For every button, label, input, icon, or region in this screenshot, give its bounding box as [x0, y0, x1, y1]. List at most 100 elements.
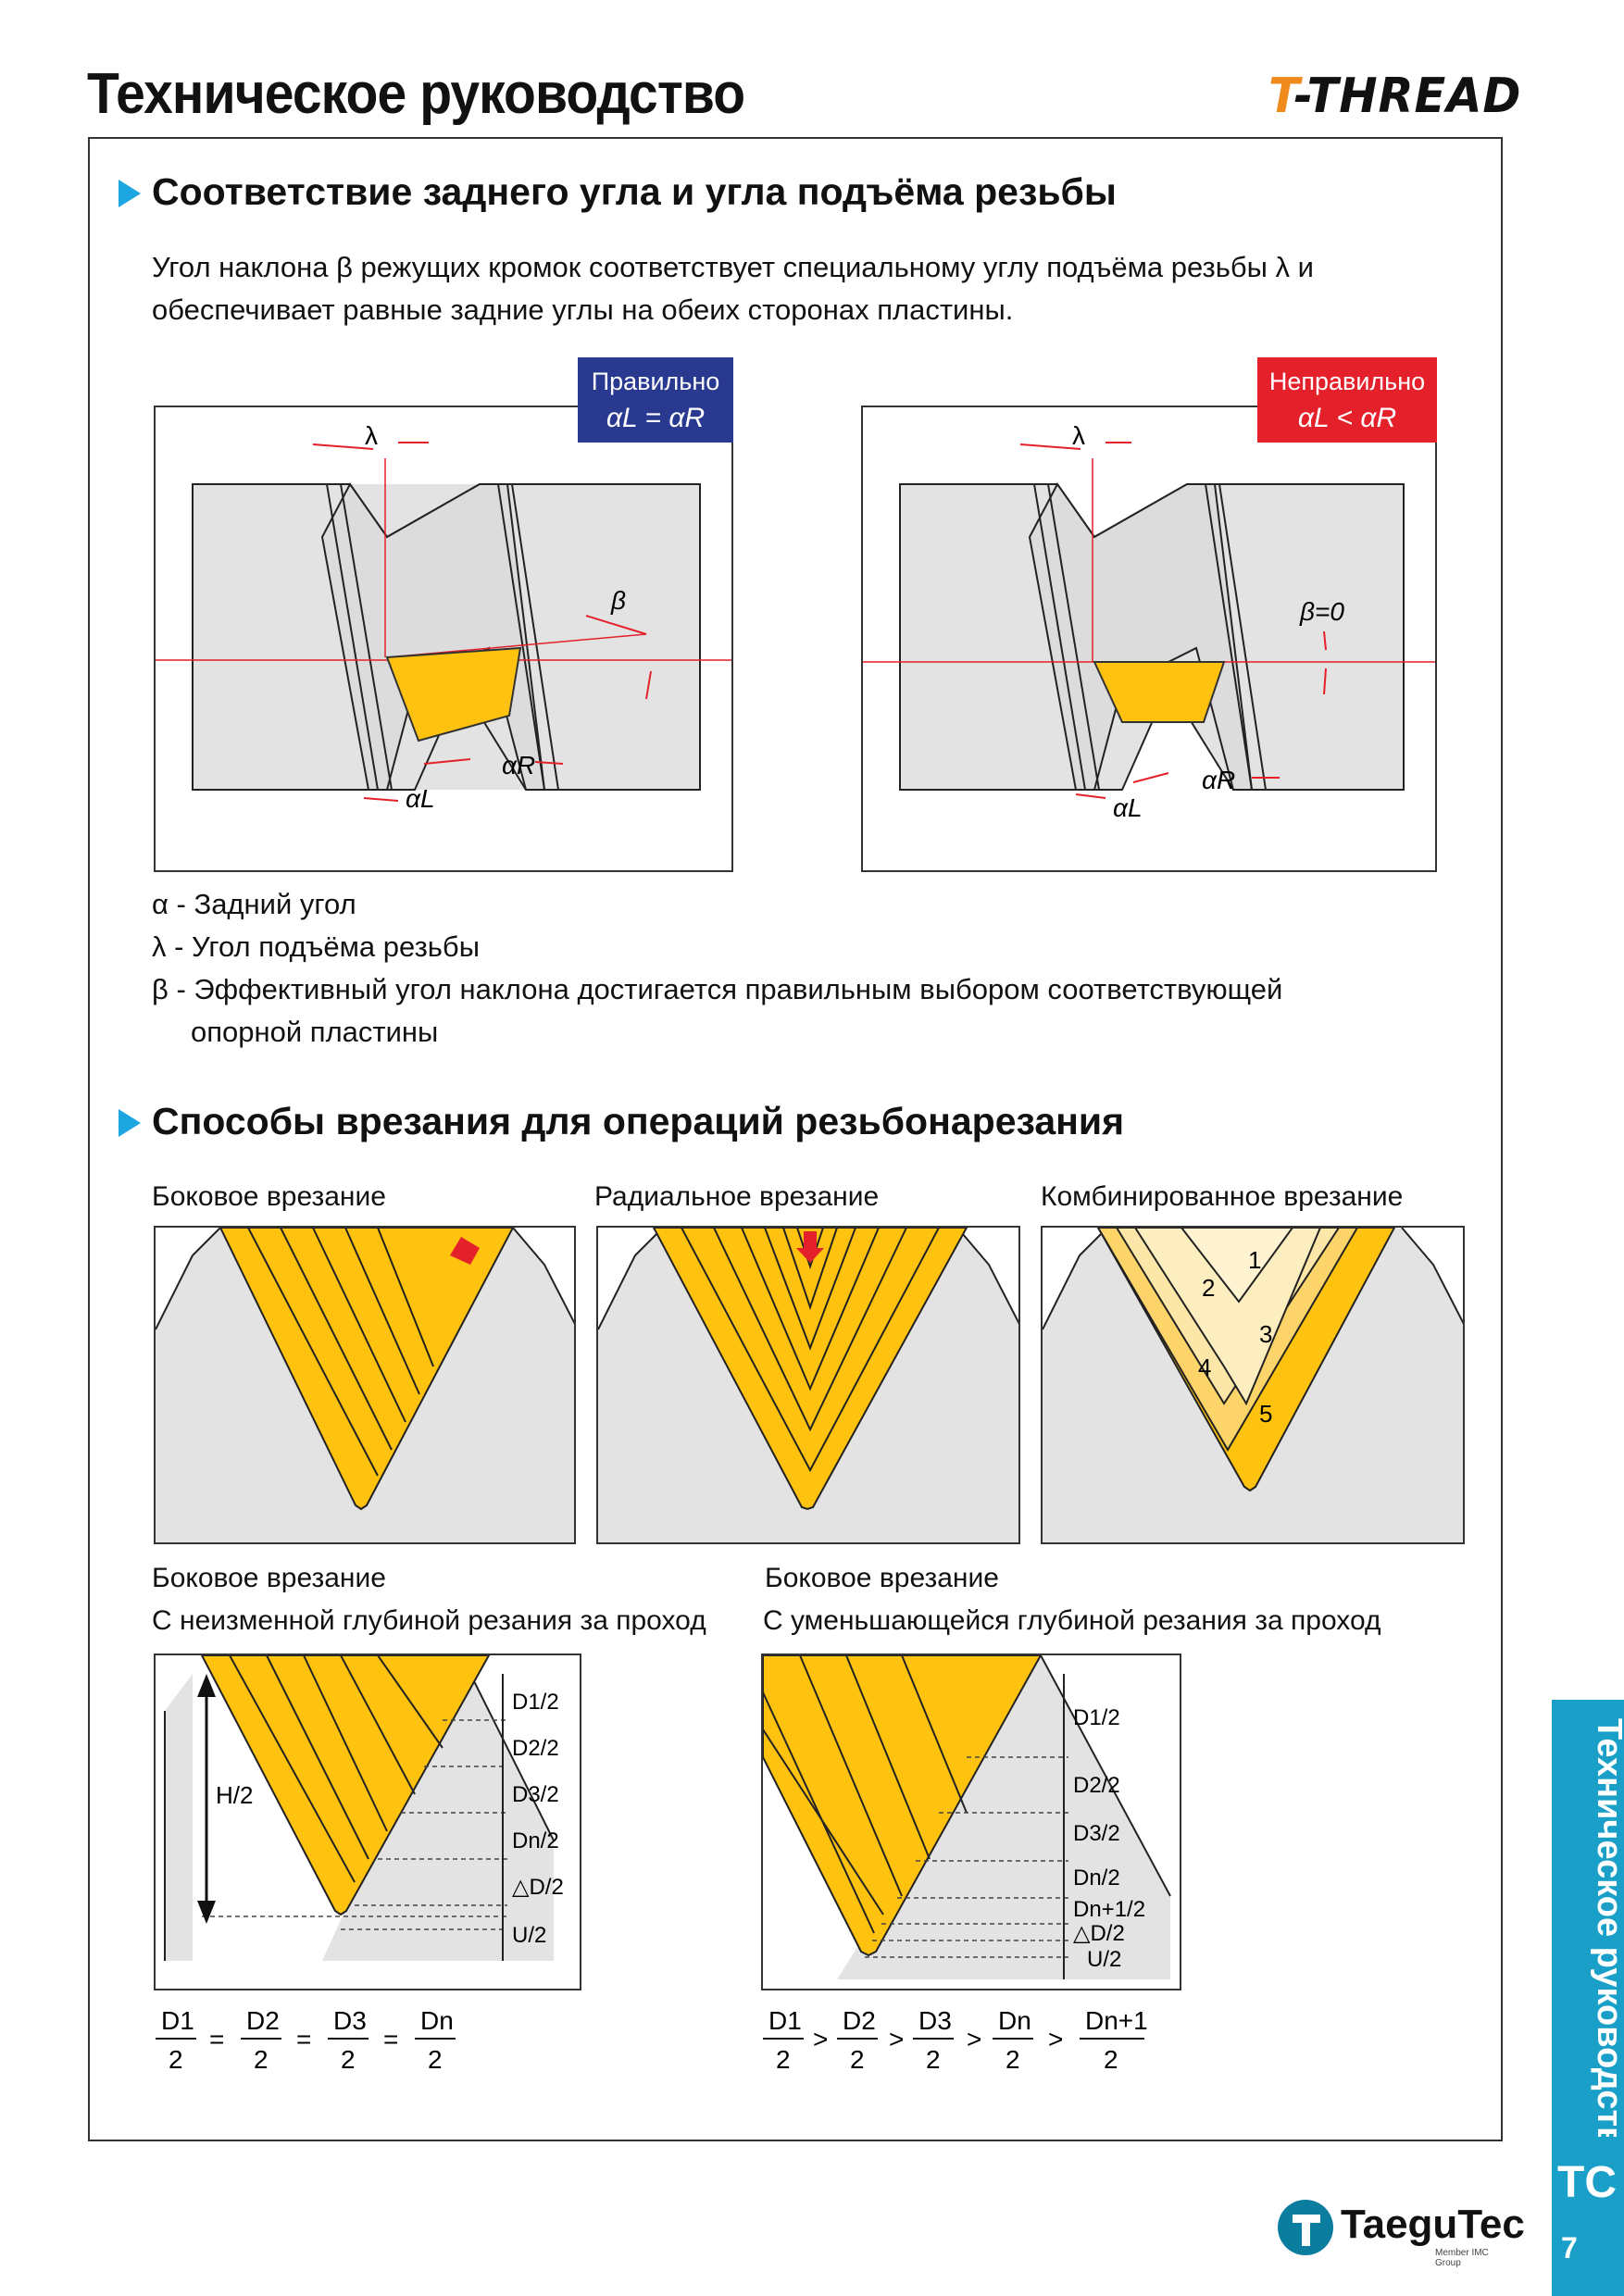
badge-correct-title: Правильно: [591, 368, 720, 395]
dim-label: U/2: [1087, 1947, 1121, 1972]
lambda-label: λ: [365, 421, 378, 450]
formula-decreasing-graphic: D1 2 > D2 2 > D3 2 > Dn 2 > Dn+1 2: [763, 2006, 1148, 2074]
formula-decreasing: D1 2 > D2 2 > D3 2 > Dn 2 > Dn+1 2: [761, 2002, 1159, 2076]
dim-label: D2/2: [1073, 1773, 1120, 1798]
formula-num: D2: [246, 2006, 280, 2035]
diagram-correct-graphic: λ β αL αR: [156, 421, 731, 813]
formula-num: Dn: [420, 2006, 454, 2035]
dim-label: D2/2: [512, 1736, 559, 1761]
method-label-radial: Радиальное врезание: [594, 1181, 880, 1212]
content-frame: [88, 137, 1503, 2141]
alpha-r-label: αR: [1202, 766, 1235, 794]
logo-wordmark: TaeguTec: [1341, 2202, 1525, 2247]
formula-op: =: [383, 2025, 398, 2053]
pass-number-2: 2: [1202, 1274, 1215, 1302]
taegutec-logo: TaeguTec Member IMC Group: [1276, 2196, 1525, 2268]
section-code-box: TC 7: [1552, 2146, 1624, 2296]
badge-incorrect: Неправильно αL < αR: [1257, 357, 1437, 443]
formula-num: D2: [843, 2006, 876, 2035]
diagram-combined-infeed: 1 2 3 4 5: [1041, 1226, 1465, 1544]
diagram-incorrect: λ β=0 αL αR: [861, 406, 1437, 872]
formula-den: 2: [850, 2045, 865, 2074]
section-bullet-icon: [119, 180, 141, 207]
formula-den: 2: [428, 2045, 443, 2074]
dim-label: Dn/2: [1073, 1866, 1120, 1890]
section-title-angles: Соответствие заднего угла и угла подъёма…: [152, 170, 1117, 213]
dim-label: D3/2: [512, 1782, 559, 1807]
dim-label: △D/2: [512, 1875, 564, 1900]
dim-label: D1/2: [512, 1690, 559, 1715]
decreasing-title: Боковое врезание: [765, 1563, 999, 1593]
badge-correct-formula: αL = αR: [606, 403, 706, 433]
formula-op: >: [1048, 2025, 1063, 2053]
section-intro-line2: обеспечивает равные задние углы на обеих…: [152, 293, 1014, 326]
diagram-constant-depth: H/2 D1/2 D2/2 D3/2 Dn/2 △D/2 U/2: [154, 1653, 581, 1990]
brand-logo-t: T: [1268, 69, 1294, 124]
formula-op: =: [209, 2025, 224, 2053]
diagram-correct: λ β αL αR: [154, 406, 733, 872]
page-title: Техническое руководство: [87, 62, 745, 126]
diagram-incorrect-graphic: λ β=0 αL αR: [863, 421, 1435, 822]
formula-den: 2: [926, 2045, 941, 2074]
legend-alpha: α - Задний угол: [152, 888, 356, 920]
alpha-r-label: αR: [502, 751, 535, 780]
formula-op: >: [813, 2025, 828, 2053]
side-tab-text: Техническое руководство: [1590, 1718, 1622, 2137]
section-code: TC: [1557, 2158, 1617, 2207]
formula-den: 2: [341, 2045, 356, 2074]
beta-label: β: [610, 586, 626, 615]
formula-num: Dn: [998, 2006, 1031, 2035]
pass-number-3: 3: [1259, 1320, 1272, 1348]
badge-correct: Правильно αL = αR: [578, 357, 733, 443]
section-title-infeed: Способы врезания для операций резьбонаре…: [152, 1100, 1125, 1142]
diagram-constant-graphic: H/2 D1/2 D2/2 D3/2 Dn/2 △D/2 U/2: [164, 1655, 564, 1961]
diagram-radial-infeed: [596, 1226, 1020, 1544]
diagram-flank-infeed: [154, 1226, 576, 1544]
formula-num: D3: [333, 2006, 367, 2035]
pass-number-1: 1: [1248, 1246, 1261, 1274]
legend-beta: β - Эффективный угол наклона достигается…: [152, 973, 1283, 1005]
decreasing-subtitle: С уменьшающейся глубиной резания за прох…: [763, 1605, 1381, 1636]
logo-subtext: Member IMC Group: [1435, 2248, 1489, 2268]
formula-den: 2: [1006, 2045, 1020, 2074]
lambda-label: λ: [1072, 421, 1085, 450]
diagram-decreasing-depth: D1/2 D2/2 D3/2 Dn/2 Dn+1/2 △D/2 U/2: [761, 1653, 1181, 1990]
badge-incorrect-title: Неправильно: [1268, 368, 1426, 395]
dim-label: △D/2: [1073, 1921, 1125, 1946]
pass-number-4: 4: [1198, 1354, 1211, 1381]
formula-den: 2: [254, 2045, 269, 2074]
legend-beta-cont: опорной пластины: [191, 1016, 439, 1048]
formula-num: Dn+1: [1085, 2006, 1148, 2035]
section-intro-line1: Угол наклона β режущих кромок соответств…: [152, 251, 1314, 283]
dim-label: D3/2: [1073, 1821, 1120, 1846]
brand-logo-text: -THREAD: [1293, 69, 1522, 124]
diagram-decreasing-graphic: D1/2 D2/2 D3/2 Dn/2 Dn+1/2 △D/2 U/2: [763, 1655, 1171, 1979]
badge-incorrect-formula: αL < αR: [1297, 403, 1397, 433]
alpha-l-label: αL: [406, 784, 435, 813]
dim-label: Dn+1/2: [1073, 1897, 1145, 1922]
formula-num: D1: [161, 2006, 194, 2035]
formula-constant-graphic: D1 2 = D2 2 = D3 2 = Dn 2: [156, 2006, 456, 2074]
formula-op: >: [967, 2025, 981, 2053]
formula-den: 2: [776, 2045, 791, 2074]
legend-lambda: λ - Угол подъёма резьбы: [152, 930, 480, 963]
diagram-combined-graphic: 1 2 3 4 5: [1043, 1228, 1463, 1542]
diagram-radial-graphic: [598, 1228, 1018, 1542]
formula-num: D1: [768, 2006, 802, 2035]
method-label-combined: Комбинированное врезание: [1041, 1181, 1404, 1212]
formula-den: 2: [1104, 2045, 1118, 2074]
constant-subtitle: С неизменной глубиной резания за проход: [152, 1605, 706, 1636]
method-label-flank: Боковое врезание: [152, 1181, 386, 1212]
beta-zero-label: β=0: [1299, 597, 1344, 626]
section-bullet-icon: [119, 1109, 141, 1137]
dim-label: U/2: [512, 1923, 546, 1948]
h-half-label: H/2: [216, 1781, 253, 1809]
formula-num: D3: [918, 2006, 952, 2035]
side-tab-graphic: Техническое руководство: [1590, 1718, 1622, 2137]
formula-op: =: [296, 2025, 311, 2053]
constant-title: Боковое врезание: [152, 1563, 386, 1593]
page-number: 7: [1561, 2231, 1578, 2265]
formula-op: >: [889, 2025, 904, 2053]
dim-label: D1/2: [1073, 1705, 1120, 1730]
brand-logo: T-THREAD: [1268, 69, 1521, 124]
